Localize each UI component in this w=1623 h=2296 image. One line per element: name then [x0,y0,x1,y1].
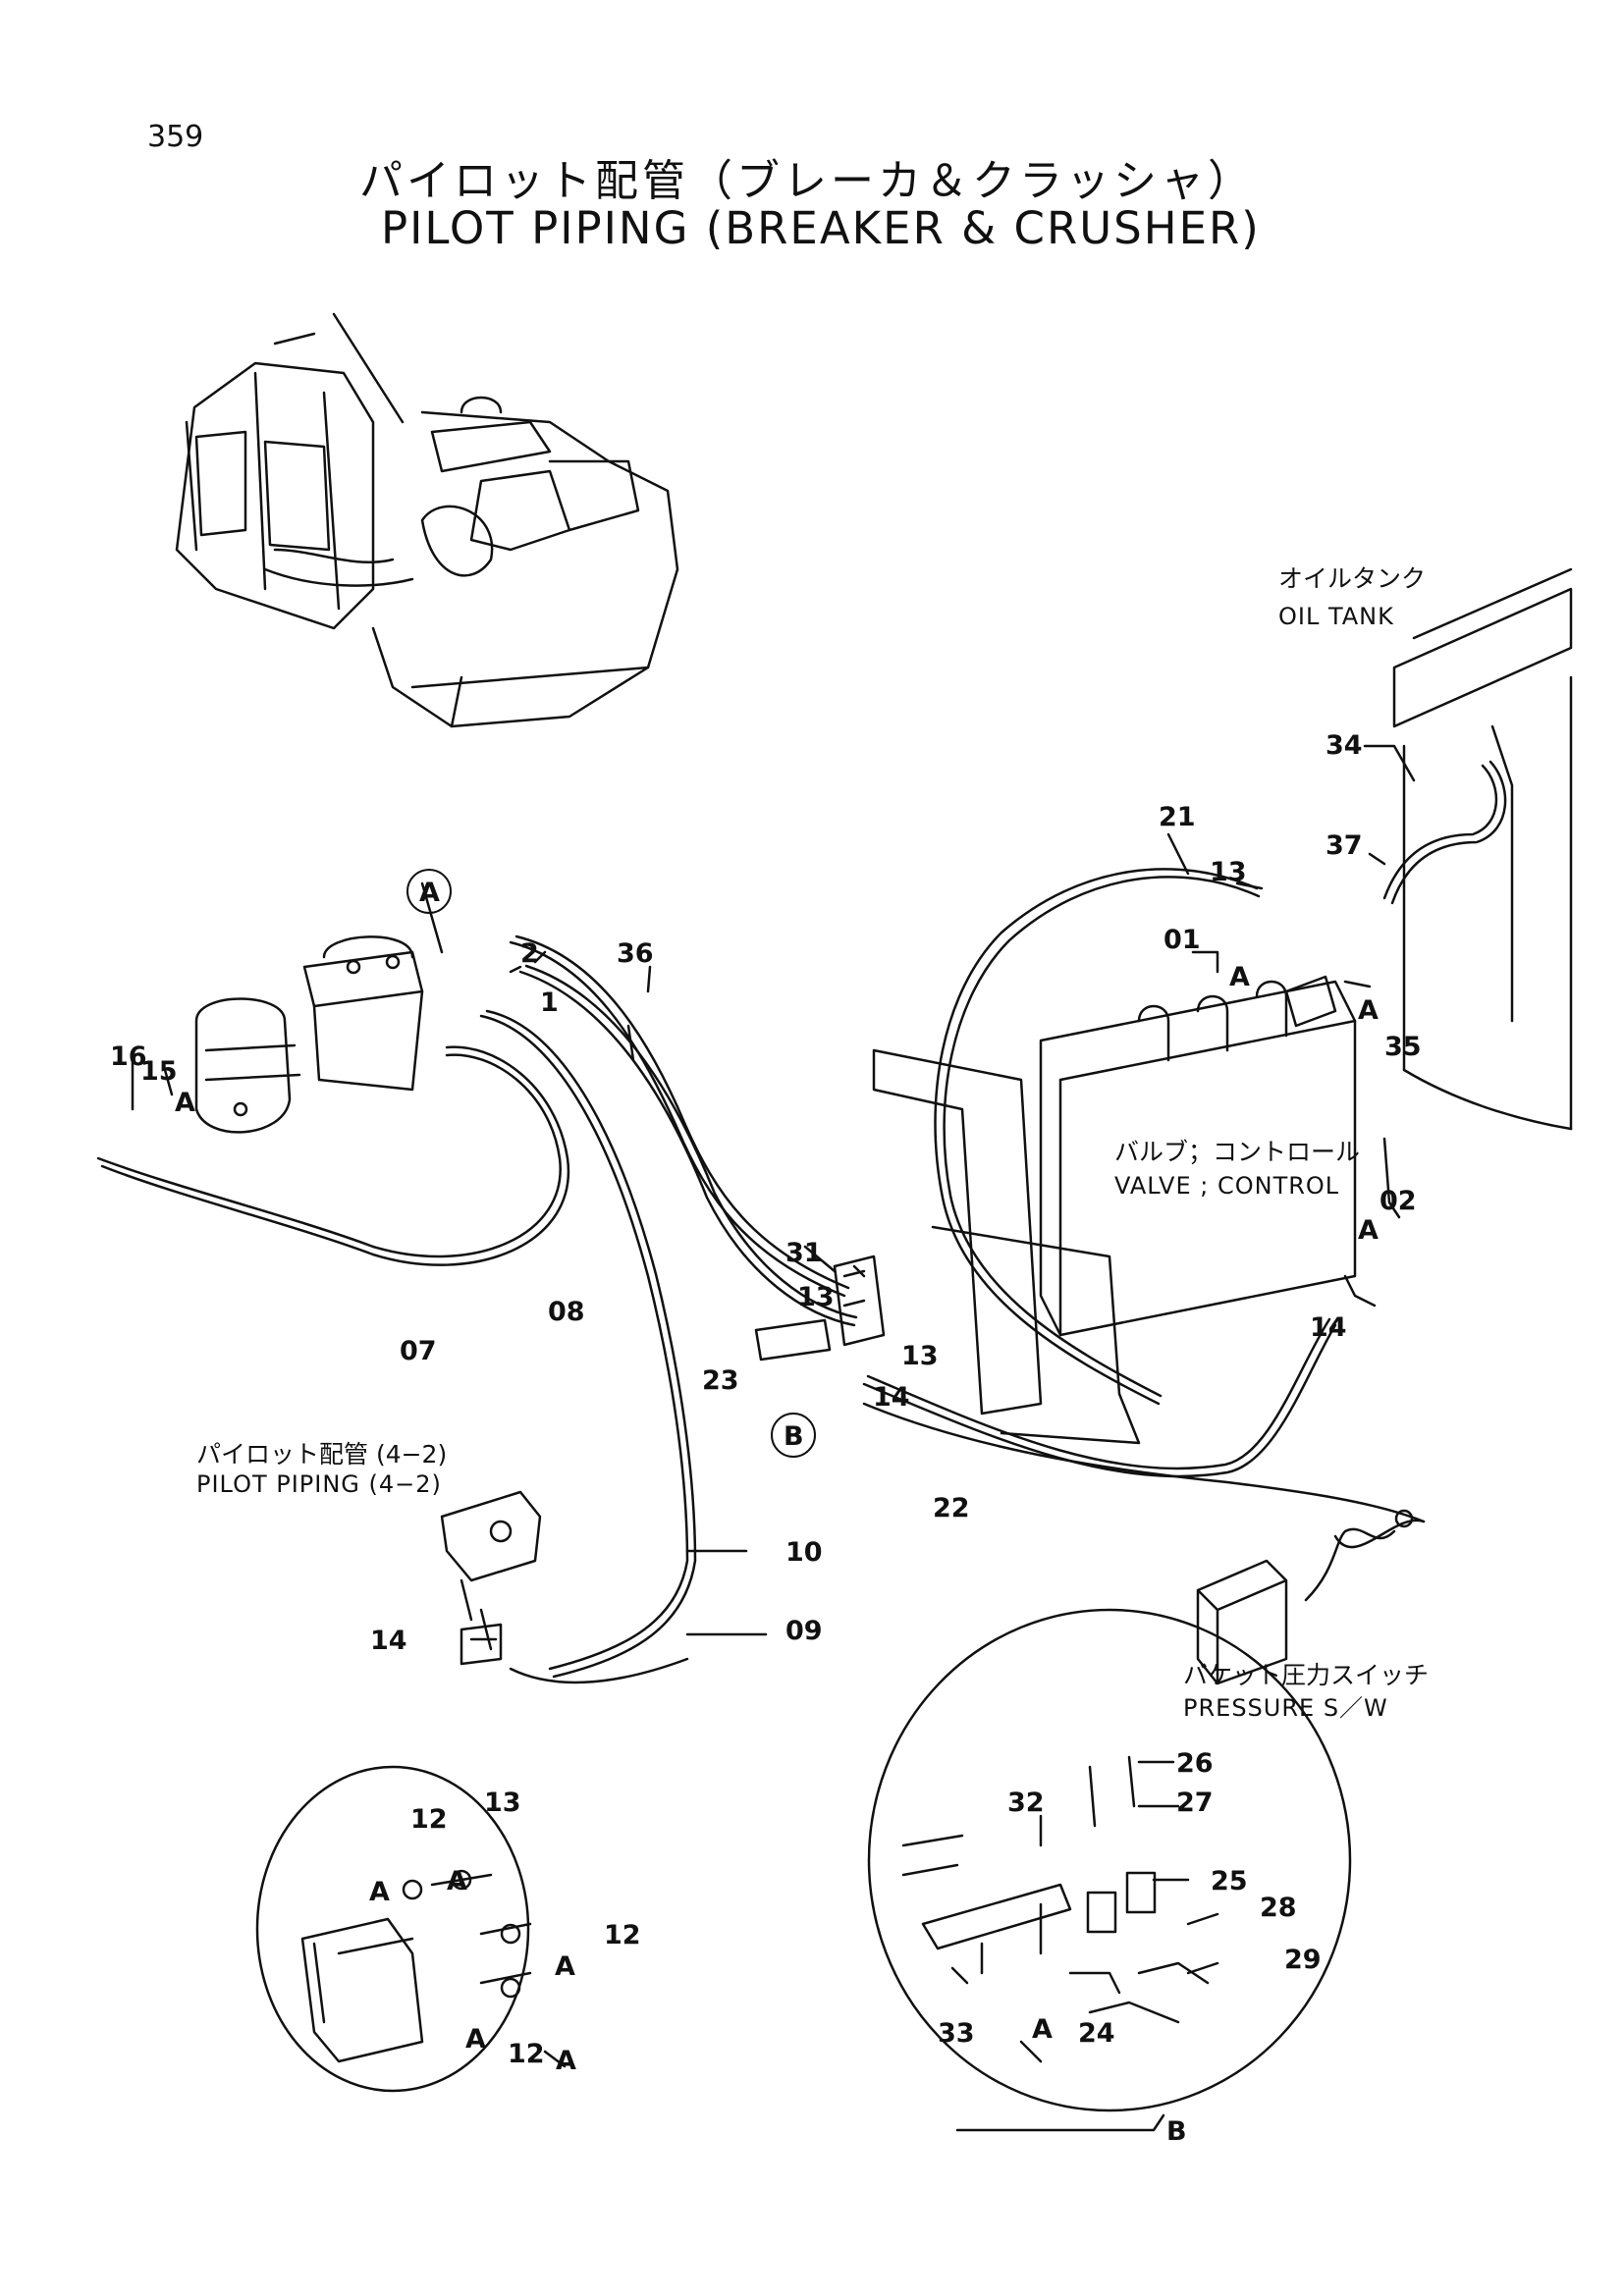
hose-21-outer [943,876,1261,1398]
title-japanese: パイロット配管（ブレーカ＆クラッシャ） [359,156,1255,206]
hose-23 [518,970,856,1327]
callout-14a: 14 [1310,1312,1347,1343]
callout-12b: 12 [604,1920,641,1950]
oil-tank-label-jp: オイルタンク [1278,564,1426,593]
page-number: 359 [147,120,204,154]
callout-13c: 13 [797,1282,835,1312]
hose-36 [509,940,846,1298]
callout-36: 36 [617,938,654,969]
valve-label-jp: バルブ；コントロール [1114,1138,1360,1166]
wire-to-sensor [862,1402,1426,1523]
pilot-ref-label-en: PILOT PIPING (4−2) [196,1470,442,1498]
pressure-switch-label-en: PRESSURE S／W [1183,1694,1388,1722]
callout-a9: A [1032,2014,1053,2045]
callout-37: 37 [1325,830,1363,861]
callout-2: 2 [520,938,539,969]
pressure-switch-wire [1304,1527,1396,1602]
callout-29: 29 [1284,1945,1322,1975]
hose-36-outer [514,934,850,1290]
title-english: PILOT PIPING (BREAKER & CRUSHER) [381,202,1261,254]
detail-a-circle [255,1765,530,2093]
marker-a-circle: A [406,869,452,914]
callout-numbers: 01 02 07 08 09 10 12 12 12 13 13 13 13 1… [110,730,1422,2069]
detail-b-circle [867,1608,1352,2112]
callout-32: 32 [1007,1788,1045,1818]
callout-a2: A [1229,962,1250,992]
callout-13d: 13 [901,1341,939,1371]
pressure-switch-illustration [1196,1509,1414,1685]
marker-b-circle: B [771,1413,816,1458]
callout-14c: 14 [370,1626,407,1656]
hose-37 [1382,764,1498,900]
callout-a7: A [555,1951,575,1982]
callout-a4: A [1358,1215,1379,1246]
callout-02: 02 [1380,1186,1417,1216]
hose-23-outer [524,964,858,1319]
detail-b-label: B [1166,2116,1187,2147]
callout-35: 35 [1384,1032,1422,1062]
callout-a1: A [175,1088,195,1118]
callout-07: 07 [400,1336,437,1366]
pressure-switch-wire-2 [1333,1519,1426,1549]
pilot-valve-left-illustration [194,997,301,1134]
callout-13a: 13 [484,1788,521,1818]
callout-13b: 13 [1210,857,1247,887]
callout-15: 15 [140,1056,178,1087]
callout-26: 26 [1176,1748,1214,1779]
detail-a-contents [300,1869,532,2063]
callout-10: 10 [785,1537,823,1568]
callout-a8: A [465,2024,486,2055]
callout-12c: 12 [508,2039,545,2069]
hose-08 [479,1014,689,1671]
hose-21 [934,868,1259,1406]
hose-37-outer [1390,760,1507,905]
pilot-ref-label-jp: パイロット配管 (4−2) [196,1440,447,1468]
pilot-valve-a-illustration [302,935,424,1092]
callout-22: 22 [933,1493,970,1523]
callout-33: 33 [938,2018,975,2049]
pressure-switch-label-jp: バケット圧力スイッチ [1183,1661,1429,1689]
callout-31: 31 [785,1238,823,1268]
valve-label-en: VALVE ; CONTROL [1114,1172,1339,1200]
callout-01: 01 [1163,925,1201,955]
callout-24: 24 [1078,2018,1115,2049]
marker-b-text: B [784,1421,804,1452]
callout-21: 21 [1159,802,1196,832]
detail-b-contents [901,1755,1210,2024]
marker-a-text: A [419,878,440,908]
hose-22 [862,1323,1337,1478]
callout-23: 23 [702,1365,739,1396]
control-valve-illustration [872,975,1377,1445]
callout-a3: A [1358,995,1379,1026]
oil-tank-illustration [1392,567,1573,1131]
callout-12a: 12 [410,1804,448,1835]
callout-a6: A [447,1866,467,1896]
callout-27: 27 [1176,1788,1214,1818]
hose-22-outer [866,1317,1331,1470]
leader-lines [131,744,1416,2132]
hose-07-outer [100,1045,570,1266]
callout-1: 1 [540,988,559,1018]
callout-08: 08 [548,1297,585,1327]
callout-14b: 14 [873,1382,910,1413]
callout-16: 16 [110,1041,147,1072]
callout-28: 28 [1260,1893,1297,1923]
junction-block-b [754,1255,886,1362]
callout-25: 25 [1211,1866,1248,1896]
excavator-overview-illustration [175,312,679,728]
pilot-piping-4-2-component [440,1490,689,1684]
oil-tank-label-en: OIL TANK [1278,603,1394,630]
hose-07 [96,1053,562,1258]
detail-a-label: A [556,2046,576,2076]
callout-34: 34 [1325,730,1363,761]
callout-a5: A [369,1877,390,1907]
callout-09: 09 [785,1616,823,1646]
hose-08-outer [485,1009,697,1679]
